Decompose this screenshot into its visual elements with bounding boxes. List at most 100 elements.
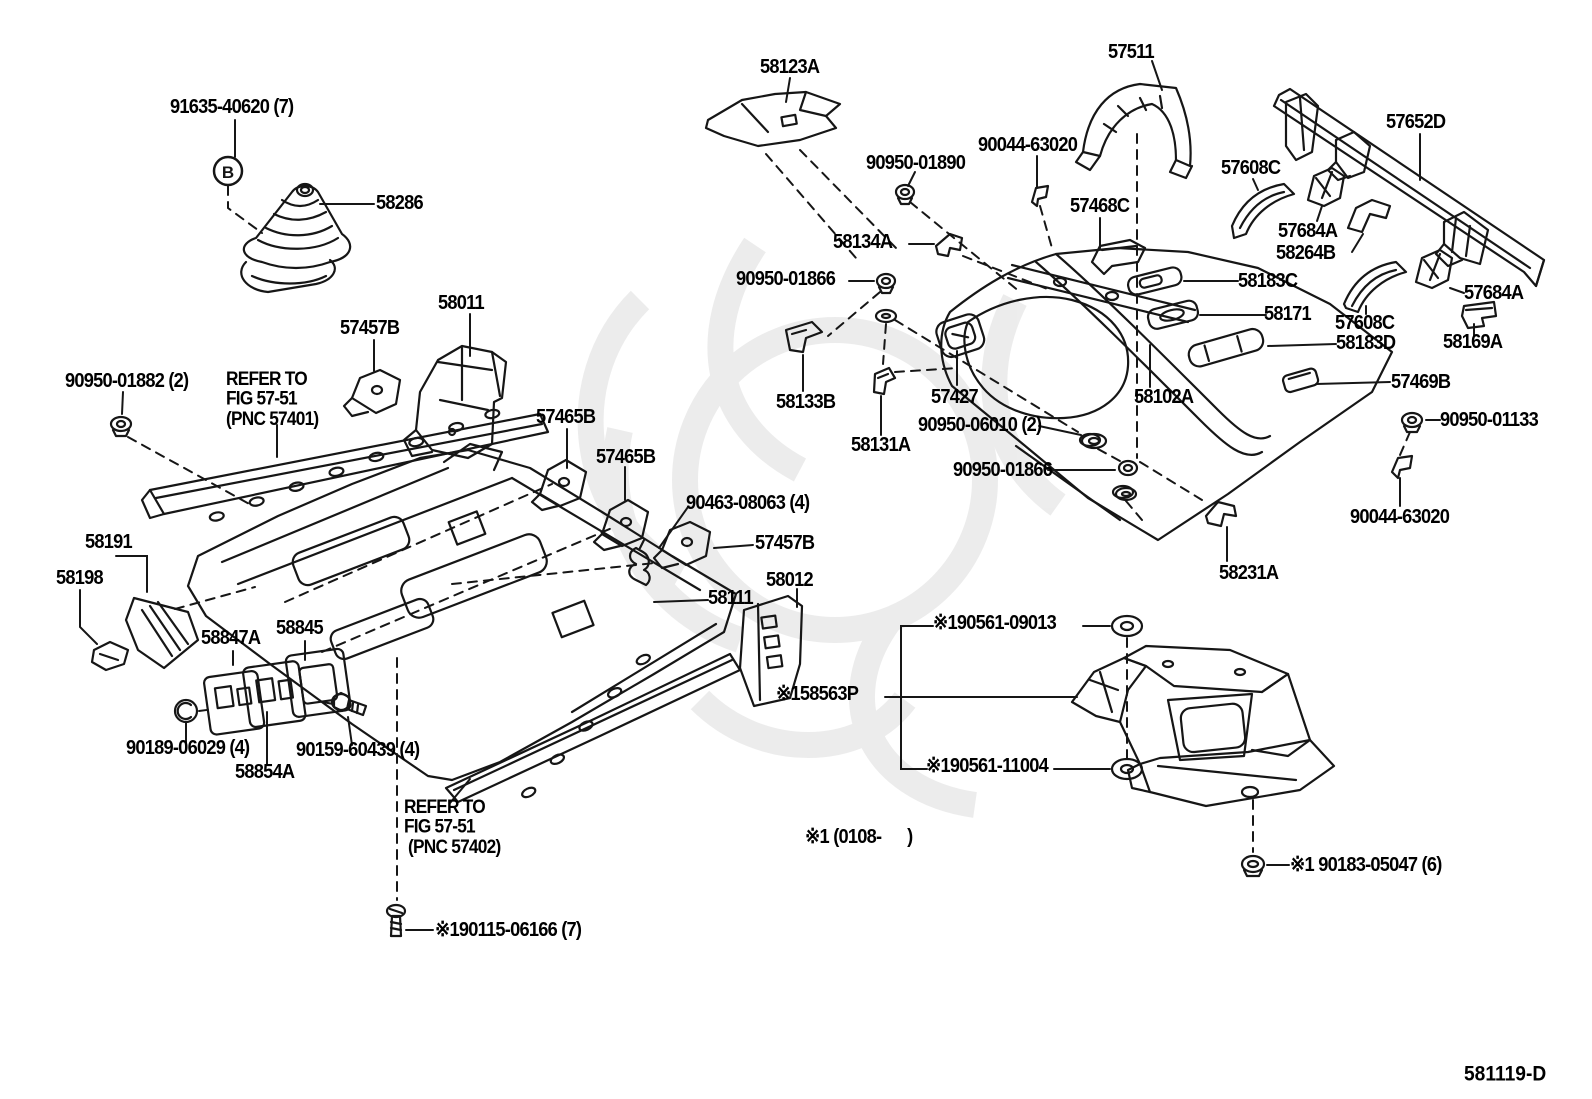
part-label-57684A-1: 57684A: [1278, 219, 1338, 243]
part-58183D-drawing: [1187, 327, 1265, 368]
washer-90950-06010-icon: [1080, 432, 1108, 450]
part-58191-drawing: [124, 596, 200, 670]
part-58231A-drawing: [1204, 500, 1238, 528]
part-label-58012: 58012: [766, 568, 814, 592]
part-58123A-drawing: [704, 90, 842, 148]
part-label-90044-63020-top: 90044-63020: [978, 133, 1078, 157]
clip-90044-right-drawing: [1390, 454, 1414, 480]
part-label-91635-40620: 91635-40620 (7): [170, 95, 294, 119]
part-57684A-2-drawing: [1414, 248, 1454, 290]
note-applicability: ※1 (0108- ): [805, 825, 913, 849]
part-label-90044-63020-right: 90044-63020: [1350, 505, 1450, 529]
part-58131A-drawing: [872, 366, 897, 396]
part-label-58563P: ※158563P: [776, 682, 859, 706]
note-refer-fig-57401: REFER TO FIG 57-51 (PNC 57401): [226, 367, 319, 430]
part-label-57468C: 57468C: [1070, 194, 1130, 218]
part-label-58169A: 58169A: [1443, 330, 1503, 354]
part-label-58171: 58171: [1264, 302, 1312, 326]
part-label-90950-01866-1: 90950-01866: [736, 267, 836, 291]
bolt-90159-60439-icon: [330, 691, 368, 717]
part-label-58183D: 58183D: [1336, 331, 1396, 355]
part-label-57469B: 57469B: [1391, 370, 1451, 394]
nut-90950-01890-icon: [894, 183, 916, 206]
part-label-90950-01866-2: 90950-01866: [953, 458, 1053, 482]
part-label-58123A: 58123A: [760, 55, 820, 79]
part-label-57608C-1: 57608C: [1221, 156, 1281, 180]
screw-90115-06166-icon: [385, 903, 407, 938]
part-label-57465B-1: 57465B: [536, 405, 596, 429]
part-57608C-2-drawing: [1342, 260, 1408, 314]
washer-90561-09013-icon: [1110, 614, 1144, 638]
part-57684A-1-drawing: [1306, 166, 1346, 208]
callout-letter-b: B: [222, 163, 234, 182]
part-label-58011: 58011: [438, 291, 485, 315]
part-label-58183C: 58183C: [1238, 269, 1298, 293]
rocker-rail-drawing: [444, 652, 742, 804]
part-57608C-1-drawing: [1230, 182, 1296, 240]
dashed-lines: [127, 133, 1411, 901]
nut-90950-01882-icon: [109, 415, 133, 438]
part-57511-drawing: [1074, 82, 1194, 180]
nut-90950-01133-icon: [1400, 411, 1424, 434]
part-label-90115-06166: ※190115-06166 (7): [435, 918, 582, 942]
nut-90950-01866-2-icon: [1114, 459, 1139, 502]
watermark: [577, 237, 1066, 818]
part-58198-drawing: [90, 640, 130, 672]
part-label-58102A: 58102A: [1134, 385, 1194, 409]
part-57427-drawing: [935, 313, 986, 359]
part-58183C-drawing: [1126, 266, 1183, 296]
note-refer-fig-57402: REFER TO FIG 57-51 (PNC 57402): [404, 795, 501, 858]
part-label-58133B: 58133B: [776, 390, 836, 414]
part-label-90950-01133: 90950-01133: [1440, 408, 1539, 432]
floor-pan-58111-drawing: [186, 442, 738, 782]
part-label-90189-06029: 90189-06029 (4): [126, 736, 250, 760]
part-label-90159-60439: 90159-60439 (4): [296, 738, 420, 762]
part-58134A-drawing: [934, 232, 964, 258]
part-label-57652D: 57652D: [1386, 110, 1446, 134]
part-57468C-drawing: [1090, 238, 1147, 276]
part-57469B-drawing: [1281, 367, 1320, 394]
nut-90183-05047-icon: [1240, 854, 1266, 878]
part-label-57457B-1: 57457B: [340, 316, 400, 340]
part-label-57511: 57511: [1108, 40, 1155, 64]
front-floor-side-rail-drawing: [140, 408, 550, 522]
part-57457B-1-drawing: [342, 368, 402, 418]
part-58171-drawing: [1146, 299, 1200, 330]
figure-number: 581119-D: [1464, 1061, 1547, 1086]
part-58264B-drawing: [1346, 198, 1392, 234]
part-58169A-drawing: [1460, 300, 1498, 330]
washer-90561-11004-icon: [1110, 757, 1144, 781]
part-label-90561-11004: ※190561-11004: [926, 754, 1049, 778]
part-label-57457B-2: 57457B: [755, 531, 815, 555]
clip-90044-top-drawing: [1030, 184, 1050, 208]
part-label-90183-05047: ※1 90183-05047 (6): [1290, 853, 1442, 877]
shift-boot-58286-drawing: [240, 182, 352, 294]
part-label-58264B: 58264B: [1276, 241, 1336, 265]
leader-lines: [79, 60, 1475, 931]
part-label-90950-06010: 90950-06010 (2): [918, 413, 1042, 437]
part-label-58286: 58286: [376, 191, 424, 215]
nut-90950-01866-1-icon: [874, 272, 898, 324]
part-58011-drawing: [402, 344, 508, 460]
part-label-58845: 58845: [276, 616, 324, 640]
part-label-57465B-2: 57465B: [596, 445, 656, 469]
part-label-57427: 57427: [931, 385, 979, 409]
part-label-58854A: 58854A: [235, 760, 295, 784]
part-58133B-drawing: [784, 320, 824, 354]
part-57652D-drawing: [1272, 87, 1546, 288]
part-label-58134A: 58134A: [833, 230, 893, 254]
part-label-58198: 58198: [56, 566, 104, 590]
part-label-58231A: 58231A: [1219, 561, 1279, 585]
part-label-58131A: 58131A: [851, 433, 911, 457]
part-label-58191: 58191: [85, 530, 133, 554]
part-label-90463-08063: 90463-08063 (4): [686, 491, 810, 515]
grommet-90189-06029-icon: [173, 698, 199, 724]
part-label-57684A-2: 57684A: [1464, 281, 1524, 305]
part-label-58111: 58111: [708, 586, 754, 610]
part-label-57608C-2: 57608C: [1335, 311, 1395, 335]
part-58012-drawing: [738, 594, 804, 708]
part-label-90561-09013: ※190561-09013: [933, 611, 1057, 635]
part-label-90950-01882: 90950-01882 (2): [65, 369, 189, 393]
